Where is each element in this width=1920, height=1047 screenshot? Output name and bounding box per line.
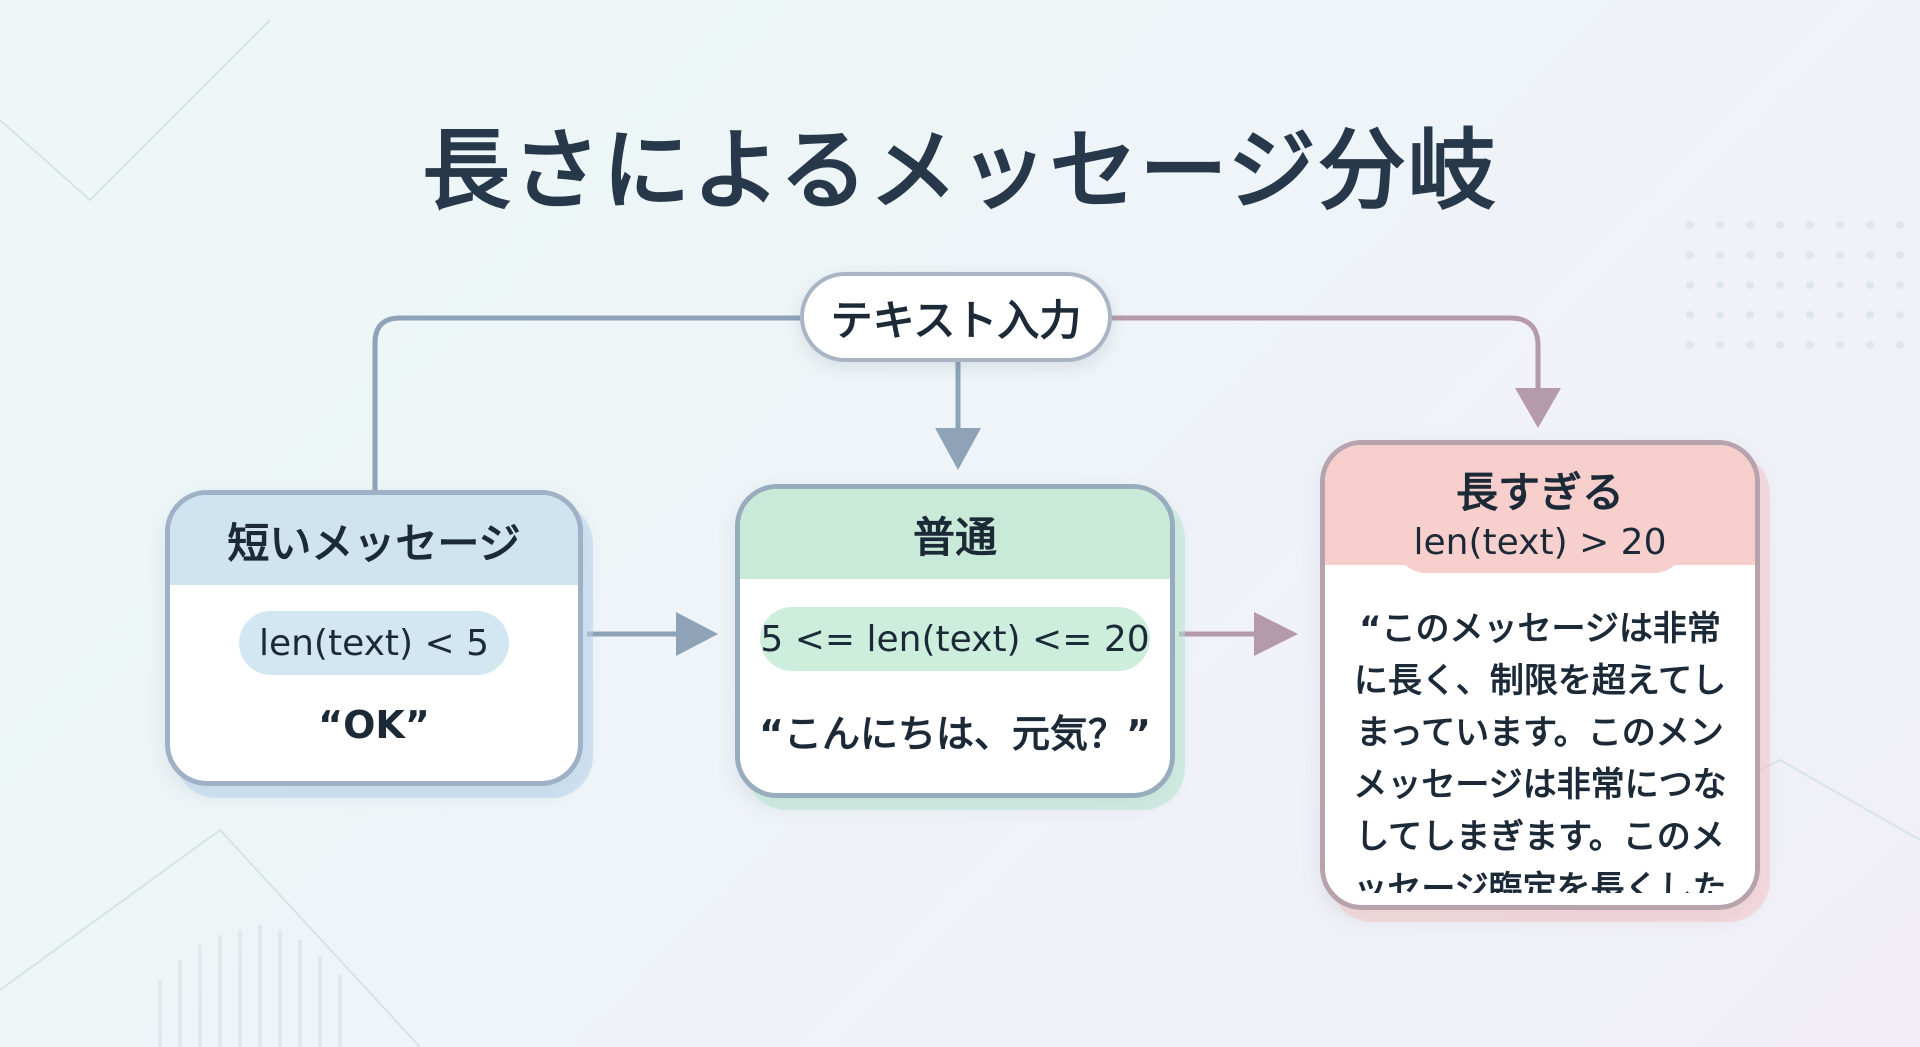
branch-short-title: 短いメッセージ <box>170 495 578 585</box>
page-title: 長さによるメッセージ分岐 <box>422 119 1498 222</box>
branch-normal-message: 普通 5 <= len(text) <= 20 “こんにちは、元気？” <box>735 484 1175 798</box>
branch-normal-example: “こんにちは、元気？” <box>759 712 1151 756</box>
arrow-input-to-normal-head <box>935 428 981 470</box>
arrow-input-to-long-head <box>1515 388 1561 428</box>
branch-short-condition: len(text) < 5 <box>239 611 509 675</box>
branch-long-example: “このメッセージは非常に長く、制限を超えてしまっています。このメンメッセージは非… <box>1353 609 1727 893</box>
text-input-node: テキスト入力 <box>800 272 1112 362</box>
branch-long-condition: len(text) > 20 <box>1395 511 1685 573</box>
branch-normal-title: 普通 <box>740 489 1170 579</box>
branch-short-message: 短いメッセージ len(text) < 5 “OK” <box>165 490 583 786</box>
arrow-input-to-short <box>372 315 800 492</box>
arrow-normal-to-long-head <box>1254 612 1298 656</box>
branch-long-message: 長すぎる len(text) > 20 “このメッセージは非常に長く、制限を超え… <box>1320 440 1760 910</box>
arrow-input-to-long <box>1112 315 1541 390</box>
arrow-short-to-normal-head <box>676 612 718 656</box>
branch-short-example: “OK” <box>318 703 430 747</box>
branch-normal-condition: 5 <= len(text) <= 20 <box>760 607 1150 671</box>
